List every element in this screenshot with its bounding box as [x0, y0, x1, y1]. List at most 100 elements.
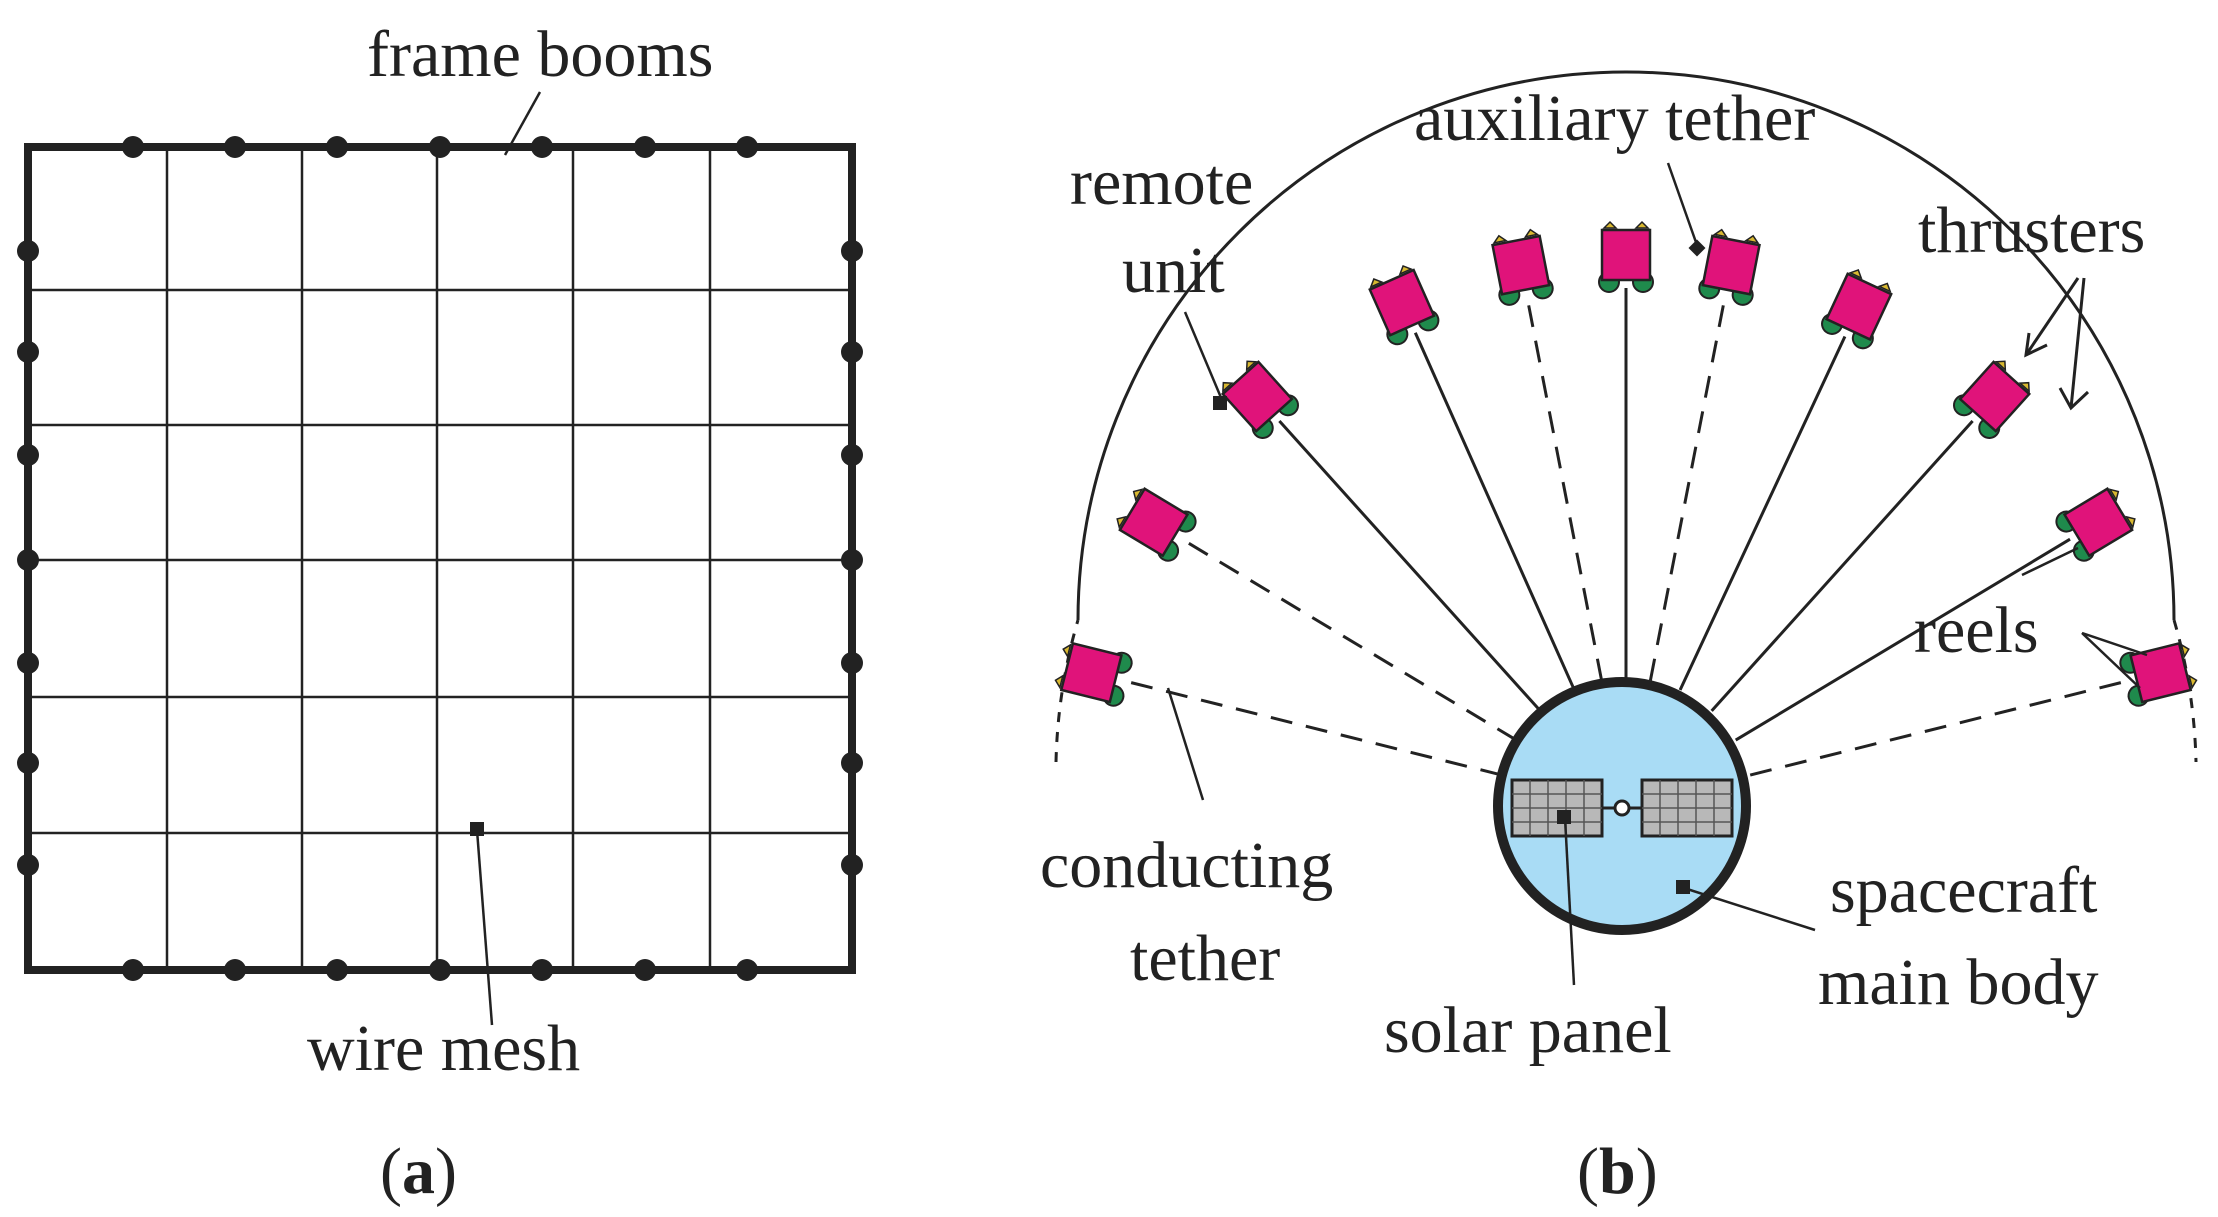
boom-joint-dot	[841, 444, 863, 466]
thruster-icon	[2180, 643, 2190, 659]
wire-mesh-label: wire mesh	[307, 1012, 580, 1085]
panel-b-caption: (b)	[1577, 1135, 1658, 1208]
conducting-tether-line	[1123, 679, 1503, 777]
thruster-icon	[1744, 234, 1760, 244]
solar-panel-right	[1640, 778, 1734, 838]
boom-joint-dot	[17, 240, 39, 262]
boom-joint-dot	[17, 652, 39, 674]
auxiliary-tether-leader	[1666, 162, 1700, 249]
reels-leader-3	[2081, 632, 2141, 689]
remote-unit-body	[2129, 641, 2193, 704]
conducting-tether-line	[1734, 537, 2071, 742]
thruster-icon	[1116, 515, 1127, 530]
panel-b-letter: b	[1599, 1135, 1636, 1208]
frame-boom-square	[24, 143, 856, 974]
remote-unit-body	[1059, 641, 1123, 704]
boom-joint-dot	[224, 959, 246, 981]
frame-boom-joints	[17, 136, 863, 981]
conducting-tethers	[1123, 288, 2129, 777]
frame-booms-leader	[503, 91, 542, 156]
remote-units	[1054, 220, 2198, 707]
wire-mesh-leader	[475, 829, 494, 1026]
auxiliary-tether-arc	[1076, 70, 2176, 621]
spacecraft-main-body-marker	[1676, 880, 1690, 894]
thruster-icon	[1245, 360, 1258, 372]
thruster-icon	[2108, 488, 2120, 502]
boom-joint-dot	[841, 652, 863, 674]
boom-joint-dot	[634, 136, 656, 158]
thruster-arrowhead-2	[2058, 387, 2090, 411]
thruster-icon	[1132, 488, 1144, 502]
boom-joint-dot	[736, 959, 758, 981]
wire-mesh-marker	[470, 822, 484, 836]
thruster-icon	[1398, 265, 1413, 276]
boom-joint-dot	[326, 136, 348, 158]
boom-joint-dot	[531, 136, 553, 158]
thruster-icon	[1602, 220, 1618, 229]
solar-panel-hub	[1613, 799, 1631, 817]
boom-joint-dot	[531, 959, 553, 981]
thruster-icon	[2018, 381, 2030, 393]
boom-joint-dot	[429, 136, 451, 158]
boom-joint-dot	[841, 549, 863, 571]
thruster-icon	[1222, 381, 1234, 393]
remote-unit	[1054, 641, 1133, 707]
boom-joint-dot	[634, 959, 656, 981]
remote-unit-marker	[1213, 396, 1227, 410]
thruster-icon	[1523, 228, 1540, 238]
remote-unit	[1116, 487, 1197, 562]
boom-joint-dot	[17, 752, 39, 774]
boom-joint-dot	[736, 136, 758, 158]
boom-joint-dot	[841, 854, 863, 876]
conducting-tether-line	[1710, 420, 1974, 712]
thruster-icon	[1054, 674, 1064, 690]
thruster-icon	[1848, 268, 1863, 280]
remote-unit-label-line2: unit	[1122, 234, 1225, 307]
boom-joint-dot	[841, 752, 863, 774]
remote-unit-body	[1118, 487, 1190, 558]
panel-b: auxiliary tether remote unit thrusters r…	[1040, 70, 2198, 1208]
reels-leader-1	[2021, 546, 2079, 577]
conducting-tether-line	[1278, 420, 1542, 712]
boom-joint-dot	[17, 444, 39, 466]
boom-joint-dot	[122, 136, 144, 158]
remote-unit	[1220, 360, 1300, 439]
boom-joint-dot	[841, 341, 863, 363]
spacecraft-label-line2: main body	[1818, 946, 2098, 1019]
panel-a-caption: (a)	[380, 1135, 457, 1208]
boom-joint-dot	[326, 959, 348, 981]
conducting-tether-line	[1413, 332, 1576, 690]
thruster-icon	[1877, 282, 1892, 293]
solar-panel-leader	[1563, 817, 1576, 986]
conducting-tether-label-line1: conducting	[1040, 829, 1333, 902]
thruster-icon	[1994, 360, 2007, 372]
thruster-arrow-1	[2024, 277, 2080, 356]
boom-joint-dot	[17, 341, 39, 363]
remote-unit-body	[1701, 234, 1761, 296]
thruster-icon	[1062, 643, 1072, 659]
thruster-icon	[2188, 674, 2198, 690]
conducting-tether-line	[1181, 537, 1518, 742]
remote-unit-label-line1: remote	[1070, 146, 1253, 219]
conducting-tether-line	[1648, 297, 1727, 681]
solar-panel-label: solar panel	[1384, 994, 1672, 1067]
thruster-icon	[1712, 228, 1729, 238]
spacecraft-label-line1: spacecraft	[1830, 854, 2097, 927]
remote-unit	[2055, 487, 2136, 562]
frame-booms-label: frame booms	[367, 18, 713, 91]
solar-panel-marker	[1557, 810, 1571, 824]
conducting-tether-leader	[1166, 687, 1205, 801]
wire-mesh-grid	[28, 147, 852, 970]
boom-joint-dot	[841, 240, 863, 262]
reels-leader-2	[2081, 631, 2148, 657]
conducting-tether-line	[1749, 679, 2129, 777]
boom-joint-dot	[17, 854, 39, 876]
reels-label: reels	[1914, 594, 2039, 667]
remote-unit-body	[1824, 272, 1893, 342]
boom-joint-dot	[17, 549, 39, 571]
thruster-icon	[1634, 220, 1650, 229]
boom-joint-dot	[429, 959, 451, 981]
remote-unit	[2119, 641, 2198, 707]
remote-unit	[1598, 220, 1654, 293]
remote-unit-body	[1491, 234, 1551, 296]
